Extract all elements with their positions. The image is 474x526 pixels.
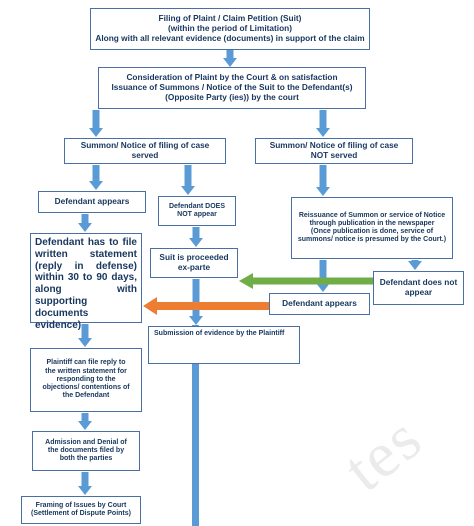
framing-issues-line-2: (Settlement of Dispute Points) bbox=[31, 510, 131, 517]
defendant-does-not-appear-line-1: Defendant DOES bbox=[168, 202, 225, 210]
reissuance-line-2: (Once publication is done, service of su… bbox=[297, 228, 447, 244]
written-statement-box: Defendant has to file written statement … bbox=[30, 233, 142, 331]
defendant-appears-box: Defendant appears bbox=[38, 191, 146, 213]
defendant-does-not-appear-2-box: Defendant does not appear bbox=[373, 271, 464, 305]
written-statement-text: Defendant has to file written statement … bbox=[35, 237, 137, 331]
summon-not-served-line-2: NOT served bbox=[310, 150, 358, 160]
admission-denial-box: Admission and Denial of the documents fi… bbox=[32, 431, 140, 471]
framing-issues-line-1: Framing of Issues by Court bbox=[35, 501, 127, 509]
defendant-does-not-appear-line-2: NOT appear bbox=[177, 211, 217, 218]
summon-not-served-box: Summon/ Notice of filing of case NOT ser… bbox=[255, 138, 413, 164]
filing-line-1: Filing of Plaint / Claim Petition (Suit) bbox=[158, 13, 302, 24]
summon-served-box: Summon/ Notice of filing of case served bbox=[64, 138, 226, 164]
admission-denial-line-2: the documents filed by bbox=[47, 446, 125, 454]
summon-served-line-1: Summon/ Notice of filing of case bbox=[80, 140, 210, 151]
consideration-line-2: Issuance of Summons / Notice of the Suit… bbox=[111, 82, 353, 102]
orange-arrow-to-written-statement bbox=[143, 297, 269, 315]
arrow-appears-to-written-statement bbox=[78, 214, 92, 232]
reissuance-box: Reissuance of Summon or service of Notic… bbox=[291, 197, 453, 259]
arrow-served-to-not-appear bbox=[181, 165, 195, 195]
arrow-reply-to-admission bbox=[78, 413, 92, 430]
summon-served-line-2: served bbox=[131, 150, 159, 160]
green-arrow-to-ex-parte bbox=[239, 273, 373, 289]
evidence-timeline-bar bbox=[192, 325, 199, 526]
arrow-reissuance-to-not-appear bbox=[408, 260, 422, 270]
defendant-appears-2-box: Defendant appears bbox=[269, 293, 370, 315]
defendant-appears-label: Defendant appears bbox=[54, 196, 130, 207]
consideration-box: Consideration of Plaint by the Court & o… bbox=[98, 67, 366, 109]
submission-box: Submission of evidence by the Plaintiff bbox=[148, 326, 300, 364]
plaintiff-reply-line-3: responding to the bbox=[56, 375, 116, 383]
plaintiff-reply-line-5: the Defendant bbox=[62, 392, 110, 400]
consideration-line-1: Consideration of Plaint by the Court & o… bbox=[126, 72, 338, 83]
suit-ex-parte-line-1: Suit is proceeded bbox=[159, 252, 229, 263]
admission-denial-line-1: Admission and Denial of bbox=[45, 438, 127, 446]
admission-denial-line-3: both the parties bbox=[59, 455, 113, 463]
filing-box: Filing of Plaint / Claim Petition (Suit)… bbox=[90, 8, 370, 50]
defendant-does-not-appear-2-line-2: appear bbox=[404, 287, 433, 297]
reissuance-line-1: Reissuance of Summon or service of Notic… bbox=[298, 211, 446, 227]
plaintiff-reply-box: Plaintiff can file reply to the written … bbox=[30, 348, 142, 412]
arrow-to-served bbox=[89, 110, 103, 137]
arrow-not-appear-to-ex-parte bbox=[189, 227, 203, 247]
submission-text: Submission of evidence by the Plaintiff bbox=[154, 330, 285, 337]
filing-line-3: Along with all relevant evidence (docume… bbox=[95, 32, 365, 43]
arrow-written-to-reply bbox=[78, 324, 92, 347]
summon-not-served-line-1: Summon/ Notice of filing of case bbox=[269, 140, 399, 151]
defendant-does-not-appear-box: Defendant DOES NOT appear bbox=[158, 196, 236, 226]
plaintiff-reply-line-4: objections/ contentions of bbox=[42, 384, 130, 392]
filing-line-2: (within the period of Limitation) bbox=[168, 23, 292, 34]
arrow-filing-to-consideration bbox=[223, 50, 237, 67]
arrow-admission-to-framing bbox=[78, 472, 92, 495]
arrow-not-served-to-reissuance bbox=[316, 165, 330, 196]
suit-ex-parte-line-2: ex-parte bbox=[177, 262, 211, 272]
arrow-to-not-served bbox=[316, 110, 330, 137]
plaintiff-reply-line-2: the written statement for bbox=[45, 367, 127, 375]
framing-issues-box: Framing of Issues by Court (Settlement o… bbox=[21, 496, 141, 524]
defendant-appears-2-label: Defendant appears bbox=[282, 298, 357, 309]
arrow-reissuance-to-appears bbox=[316, 260, 330, 292]
side-arrows bbox=[143, 273, 373, 315]
defendant-does-not-appear-2-line-1: Defendant does not bbox=[379, 277, 458, 288]
suit-ex-parte-box: Suit is proceeded ex-parte bbox=[150, 248, 238, 278]
plaintiff-reply-line-1: Plaintiff can file reply to bbox=[46, 359, 126, 367]
arrow-served-to-appears bbox=[89, 165, 103, 190]
